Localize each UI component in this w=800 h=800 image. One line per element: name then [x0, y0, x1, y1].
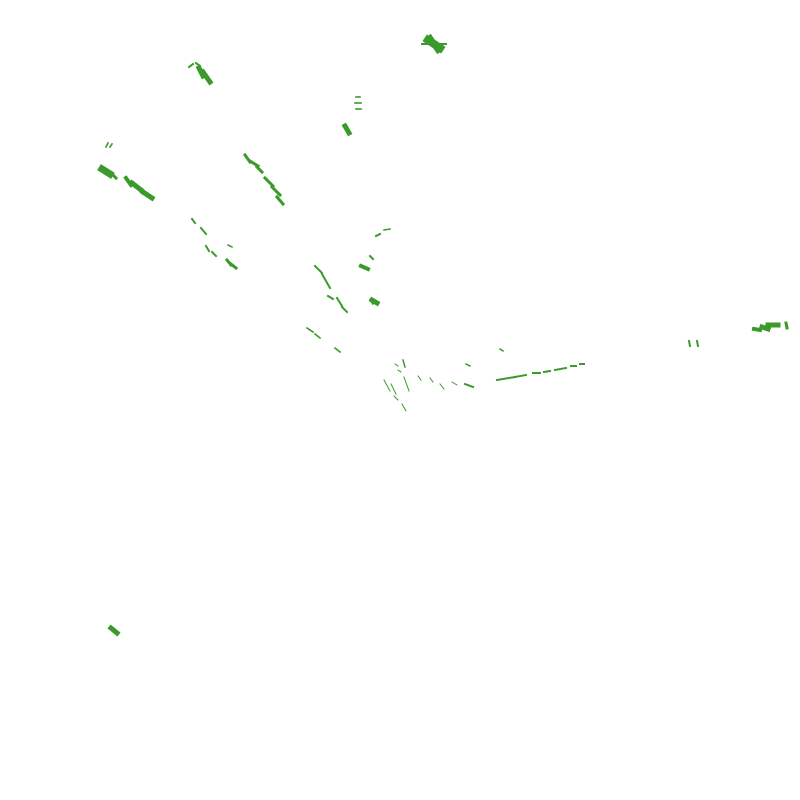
vegetation-patch	[358, 263, 371, 272]
vegetation-patch	[695, 339, 700, 348]
vegetation-patch	[429, 377, 434, 383]
vegetation-patch	[335, 296, 344, 308]
vegetation-patch	[210, 250, 218, 258]
vegetation-patch	[247, 158, 261, 169]
vegetation-patch	[269, 184, 283, 198]
vegetation-patch	[326, 294, 335, 301]
vegetation-patch	[383, 228, 391, 231]
vegetation-patch	[403, 376, 410, 392]
vegetation-patch	[313, 264, 324, 275]
vegetation-patch	[439, 383, 445, 390]
vegetation-patch	[687, 339, 692, 348]
vegetation-patch	[464, 362, 472, 368]
vegetation-patch	[463, 382, 475, 389]
vegetation-patch	[425, 33, 443, 55]
vegetation-patch	[390, 383, 397, 395]
vegetation-patch	[333, 346, 342, 354]
vegetation-patch	[394, 363, 399, 367]
vegetation-patch	[368, 254, 375, 261]
vegetation-patch	[401, 403, 407, 412]
vegetation-patch	[495, 375, 517, 382]
vegetation-patch	[313, 332, 322, 340]
vegetation-patch	[199, 68, 214, 86]
vegetation-patch	[417, 375, 422, 381]
vegetation-patch	[341, 122, 353, 137]
vegetation-patch	[139, 188, 156, 202]
vegetation-patch	[542, 369, 552, 374]
vegetation-patch	[187, 62, 195, 69]
vegetation-patch	[393, 395, 399, 401]
vegetation-patch	[110, 172, 119, 181]
vegetation-patch	[228, 261, 239, 271]
vegetation-patch	[553, 366, 568, 372]
vegetation-patch	[402, 359, 406, 368]
vegetation-patch	[320, 272, 332, 290]
vegetation-patch	[190, 217, 197, 225]
vegetation-patch	[498, 347, 505, 353]
vegetation-patch	[305, 326, 315, 334]
vegetation-patch	[374, 232, 382, 238]
vegetation-layer	[97, 33, 789, 637]
vegetation-patch	[254, 164, 265, 175]
vegetation-patch	[107, 624, 121, 637]
vegetation-patch	[274, 194, 286, 207]
vegetation-patch	[751, 326, 763, 333]
vegetation-patch	[262, 175, 276, 189]
vegetation-patch	[368, 297, 376, 306]
vegetation-patch	[226, 243, 234, 249]
vegetation-patch	[397, 369, 402, 373]
vegetation-patch	[758, 323, 772, 333]
vegetation-patch	[451, 381, 458, 386]
vegetation-patch	[340, 305, 349, 314]
vegetation-patch	[383, 379, 391, 392]
vegetation-patch	[199, 226, 208, 236]
vegetation-patch	[104, 141, 110, 149]
vegetation-patch	[97, 164, 115, 179]
vegetation-patch	[204, 244, 211, 253]
vegetation-patch	[784, 321, 789, 330]
vegetation-patch	[108, 142, 114, 149]
vegetation-patch	[128, 179, 145, 194]
vegetation-patch	[513, 373, 528, 379]
